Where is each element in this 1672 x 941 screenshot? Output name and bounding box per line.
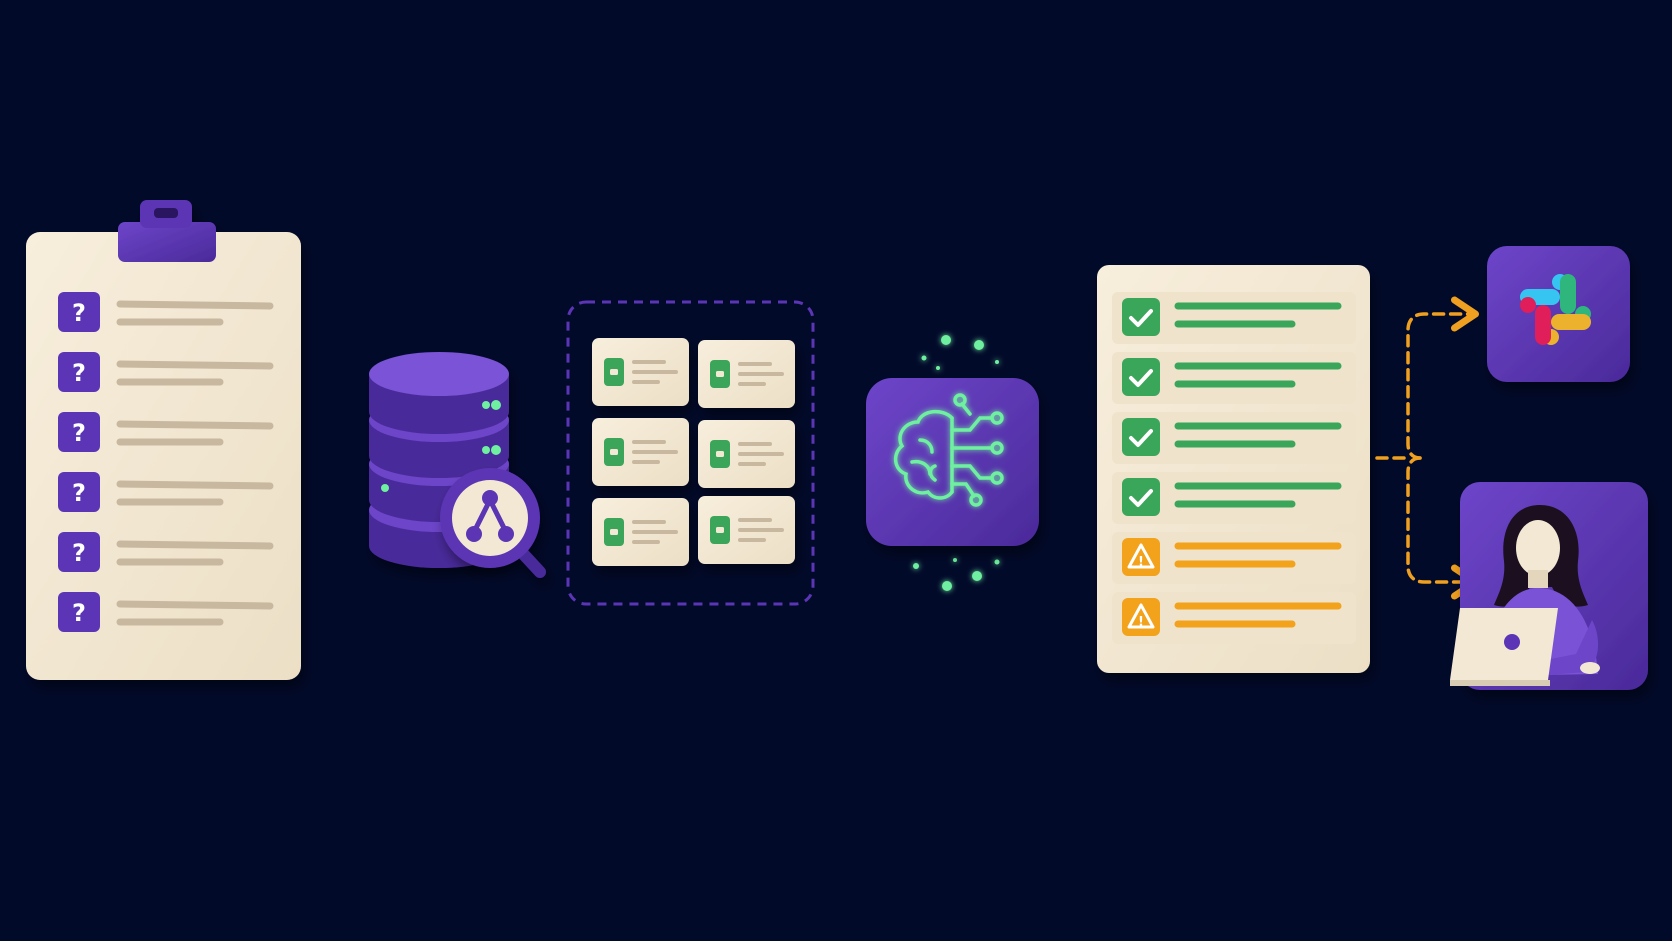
chunk-card	[698, 420, 795, 488]
question-row: ?	[58, 592, 274, 632]
question-row: ?	[58, 352, 274, 392]
person-with-laptop-icon	[1450, 505, 1600, 686]
question-mark-icon: ?	[58, 352, 100, 392]
question-mark-icon: ?	[58, 532, 100, 572]
svg-text:?: ?	[72, 359, 86, 387]
question-row: ?	[58, 412, 274, 452]
retrieved-chunks	[592, 338, 795, 566]
svg-text:!: !	[1138, 615, 1144, 630]
question-row: ?	[58, 292, 274, 332]
question-row: ?	[58, 532, 274, 572]
chunk-card	[592, 338, 689, 406]
clipboard-clip	[118, 222, 216, 262]
svg-text:?: ?	[72, 539, 86, 567]
checkmark-icon	[1122, 478, 1160, 516]
flagged-answer-row: !	[1112, 592, 1356, 644]
warning-icon: !	[1122, 598, 1160, 636]
question-mark-icon: ?	[58, 472, 100, 512]
svg-text:?: ?	[72, 599, 86, 627]
warning-icon: !	[1122, 538, 1160, 576]
chunk-card	[698, 340, 795, 408]
svg-text:?: ?	[72, 479, 86, 507]
svg-text:?: ?	[72, 299, 86, 327]
approved-answer-row	[1112, 352, 1356, 404]
slack-destination	[1487, 246, 1630, 382]
chunk-card	[592, 418, 689, 486]
checkmark-icon	[1122, 358, 1160, 396]
routing-arrows	[1375, 296, 1479, 600]
approved-answer-row	[1112, 412, 1356, 464]
question-mark-icon: ?	[58, 412, 100, 452]
checkmark-icon	[1122, 418, 1160, 456]
brain-circuit-icon	[893, 393, 1004, 507]
approved-answer-row	[1112, 292, 1356, 344]
slack-logo-icon	[1520, 274, 1591, 345]
flagged-answer-row: !	[1112, 532, 1356, 584]
ai-sparkles	[913, 335, 1000, 591]
question-mark-icon: ?	[58, 592, 100, 632]
question-list: ??????	[58, 292, 274, 632]
checkmark-icon	[1122, 298, 1160, 336]
approved-answer-row	[1112, 472, 1356, 524]
question-row: ?	[58, 472, 274, 512]
chunk-card	[698, 496, 795, 564]
svg-text:!: !	[1138, 555, 1144, 570]
graph-search-icon	[440, 468, 546, 578]
svg-text:?: ?	[72, 419, 86, 447]
chunk-card	[592, 498, 689, 566]
retrieved-chunks-group	[566, 300, 815, 606]
answer-list: !!	[1112, 292, 1356, 644]
question-mark-icon: ?	[58, 292, 100, 332]
